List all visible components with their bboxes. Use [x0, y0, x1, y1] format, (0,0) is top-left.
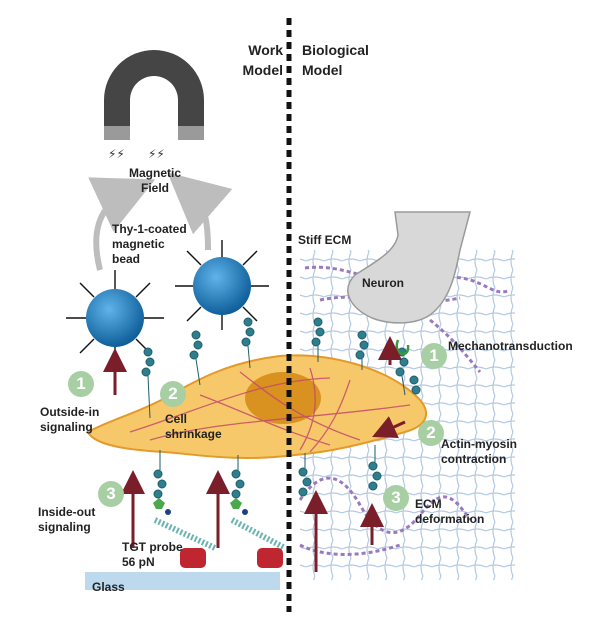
integrin-receptors — [141, 317, 421, 499]
step-badge-right-1: 1 — [421, 343, 447, 369]
ecm-fiber — [299, 543, 401, 556]
force-arrow — [167, 172, 233, 251]
work-model-header: Work Model — [242, 42, 283, 78]
step-badge-left-3: 3 — [98, 481, 124, 507]
force-arrow — [372, 416, 406, 438]
tgt-probe — [153, 498, 217, 568]
magnet-icon: ⚡⚡ ⚡⚡ — [104, 50, 204, 161]
neuron — [347, 211, 471, 324]
bead-label: Thy-1-coated magnetic bead — [112, 222, 187, 266]
force-arrow — [88, 177, 156, 271]
glass-surface — [85, 572, 280, 590]
step-badge-left-1: 1 — [68, 371, 94, 397]
cell-shrinkage-label: Cell shrinkage — [165, 412, 222, 441]
ecm-deformation-label: ECM deformation — [415, 497, 485, 526]
svg-text:⚡⚡: ⚡⚡ — [108, 147, 125, 161]
outside-in-label: Outside-in signaling — [40, 405, 100, 434]
stiff-ecm-label: Stiff ECM — [298, 233, 352, 247]
magnetic-bead — [175, 240, 269, 330]
biological-model-header: Biological Model — [302, 42, 369, 78]
ecm-fiber — [298, 476, 472, 534]
step-badge-left-2: 2 — [160, 381, 186, 407]
cell-nucleus — [245, 372, 321, 424]
glass-label: Glass — [92, 580, 125, 594]
mechanotransduction-label: Mechanotransduction — [448, 339, 573, 353]
svg-text:⚡⚡: ⚡⚡ — [148, 147, 165, 161]
inside-out-label: Inside-out signaling — [38, 505, 96, 534]
neuron-label: Neuron — [362, 276, 404, 290]
tgt-probe — [230, 498, 287, 568]
ecm-fiber — [429, 318, 482, 373]
tgt-probe-label: TGT probe 56 pN — [122, 540, 183, 569]
actin-myosin-label: Actin-myosin contraction — [441, 437, 518, 466]
step-badge-right-3: 3 — [383, 485, 409, 511]
magnetic-field-label: Magnetic Field — [128, 166, 181, 195]
step-badge-right-2: 2 — [418, 420, 444, 446]
